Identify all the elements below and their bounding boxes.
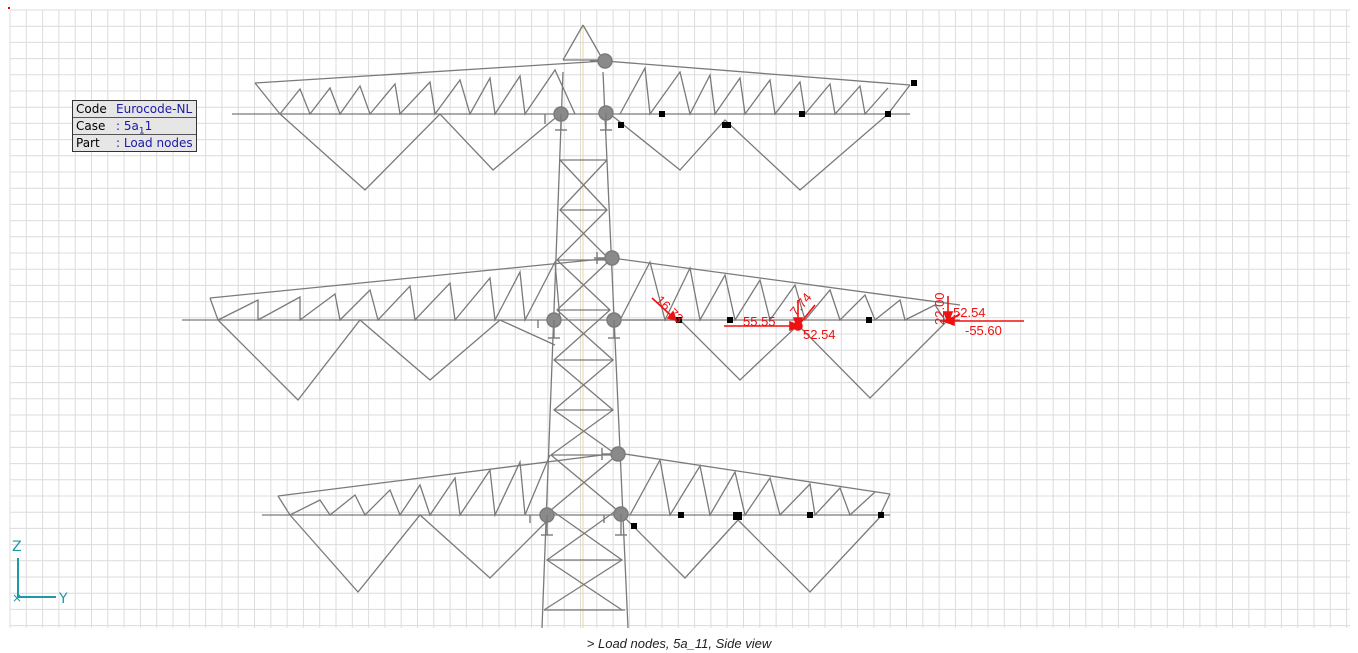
case-prefix: : 5a [116, 119, 139, 133]
case-value: : 5a11 [116, 118, 153, 137]
z-axis-label: Z [12, 539, 22, 555]
insulator-node[interactable] [601, 446, 626, 462]
info-row-part: Part : Load nodes [73, 135, 196, 151]
case-suffix: 1 [144, 119, 153, 133]
x-axis-marker-icon: × [12, 591, 22, 605]
info-row-code: Code Eurocode-NL [73, 101, 196, 118]
load-label-5: 22.00 [932, 292, 947, 325]
load-node-marker[interactable] [659, 111, 665, 117]
load-label-6: 52.54 [953, 305, 986, 320]
load-node-marker[interactable] [631, 523, 637, 529]
load-label-3: 7.74 [787, 290, 815, 319]
load-label-2: 55.55 [743, 314, 776, 329]
insulator-nodes [529, 53, 629, 536]
code-value: Eurocode-NL [116, 102, 193, 116]
insulator-node[interactable] [598, 105, 614, 131]
code-label: Code [76, 102, 107, 116]
load-node-marker[interactable] [866, 317, 872, 323]
axis-triad: Z Y × [12, 539, 68, 607]
load-label-7: -55.60 [965, 323, 1002, 338]
origin-marker [8, 7, 10, 9]
insulator-node[interactable] [606, 312, 622, 339]
load-node-marker[interactable] [727, 317, 733, 323]
insulator-node[interactable] [537, 312, 562, 339]
part-value: : Load nodes [116, 136, 193, 150]
load-node-marker[interactable] [807, 512, 813, 518]
load-node-marker[interactable] [878, 512, 884, 518]
case-subscript: 1 [138, 126, 145, 137]
info-box: Code Eurocode-NL Case : 5a11 Part : Load… [72, 100, 197, 152]
load-arrow[interactable] [947, 313, 961, 322]
load-node-marker[interactable] [678, 512, 684, 518]
status-caption: > Load nodes, 5a_11, Side view [586, 636, 772, 651]
load-node-marker[interactable] [733, 512, 742, 520]
load-node-marker[interactable] [885, 111, 891, 117]
background-grid [9, 9, 1350, 628]
load-node-marker[interactable] [722, 122, 731, 128]
info-row-case: Case : 5a11 [73, 118, 196, 137]
insulator-node[interactable] [603, 506, 629, 536]
tower-structure [182, 24, 961, 629]
load-node-marker[interactable] [618, 122, 624, 128]
insulator-node[interactable] [594, 250, 620, 266]
load-label-4: 52.54 [803, 327, 836, 342]
load-node-markers [618, 80, 917, 529]
load-node-marker[interactable] [676, 317, 682, 323]
load-node-marker[interactable] [799, 111, 805, 117]
load-arrows [651, 296, 1024, 332]
y-axis-label: Y [58, 591, 68, 607]
insulator-node[interactable] [544, 106, 569, 131]
insulator-node[interactable] [529, 507, 555, 536]
part-label: Part [76, 136, 100, 150]
load-node-marker[interactable] [911, 80, 917, 86]
insulator-node[interactable] [590, 53, 613, 69]
case-label: Case [76, 119, 106, 133]
